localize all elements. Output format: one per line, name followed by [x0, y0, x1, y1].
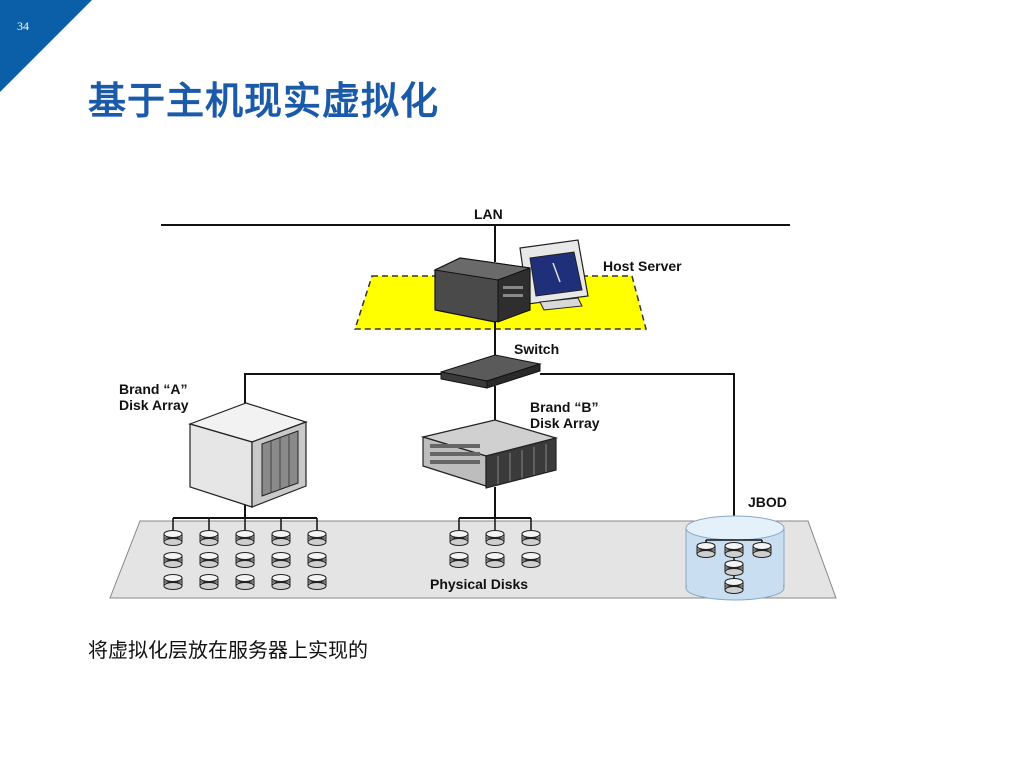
jbod-label: JBOD — [748, 494, 787, 510]
slide-caption: 将虚拟化层放在服务器上实现的 — [88, 638, 368, 662]
storage-floor — [109, 520, 837, 599]
switch-label: Switch — [514, 341, 559, 357]
brand-b-label-line1: Brand “B” — [530, 399, 598, 415]
brand-b-disk-drops — [458, 518, 532, 532]
brand-a-label-line2: Disk Array — [119, 397, 189, 413]
host-server-icon — [433, 257, 531, 323]
switch-to-jbod-line — [540, 373, 735, 540]
brand-a-disk-drops — [172, 518, 318, 532]
host-server-label: Host Server — [603, 258, 682, 274]
brand-a-label-line1: Brand “A” — [119, 381, 187, 397]
switch-icon — [440, 354, 542, 389]
brand-a-disk-array-icon — [188, 402, 308, 508]
corner-triangle — [0, 0, 92, 92]
page-number: 34 — [17, 19, 29, 33]
slide-title: 基于主机现实虚拟化 — [88, 79, 440, 123]
brand-b-label-line2: Disk Array — [530, 415, 600, 431]
physical-disks-label: Physical Disks — [430, 576, 528, 592]
brand-b-disk-array-icon — [420, 419, 559, 489]
lan-label: LAN — [474, 206, 503, 222]
host-monitor-icon — [519, 239, 589, 311]
